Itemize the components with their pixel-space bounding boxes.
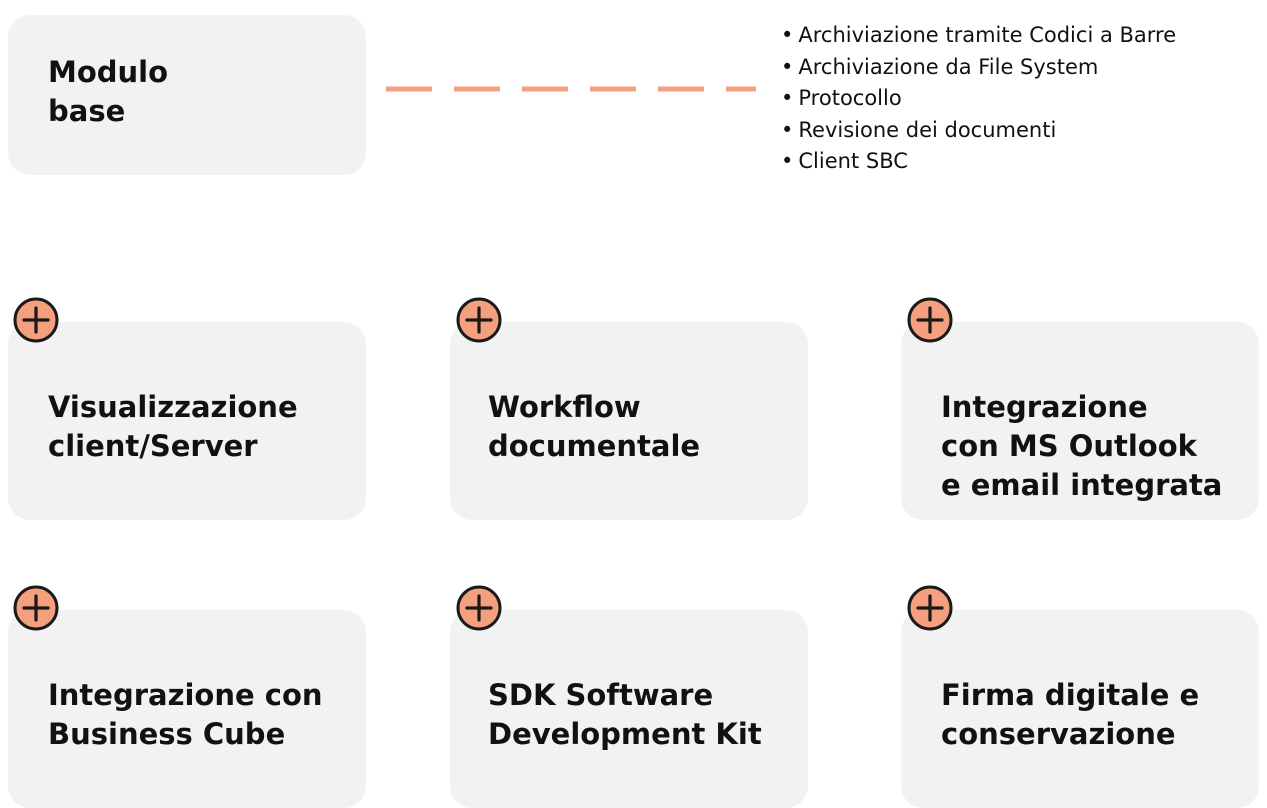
module-title: Firma digitale e conservazione	[941, 676, 1199, 754]
module-title: Integrazione con MS Outlook e email inte…	[941, 388, 1222, 505]
module-title-line: documentale	[488, 429, 701, 463]
plus-circle-icon[interactable]	[455, 296, 503, 344]
module-title-line: Firma digitale e	[941, 678, 1200, 712]
module-title-line: Integrazione con	[48, 678, 323, 712]
bullet: •	[781, 23, 794, 47]
feature-label: Protocollo	[798, 86, 902, 110]
module-title: Visualizzazione client/Server	[48, 388, 298, 466]
feature-label: Archiviazione tramite Codici a Barre	[798, 23, 1177, 47]
feature-label: Revisione dei documenti	[798, 117, 1057, 142]
bullet: •	[781, 117, 794, 142]
module-title-line: Integrazione	[941, 390, 1148, 424]
module-title-line: SDK Software	[488, 678, 714, 712]
plus-circle-icon[interactable]	[12, 584, 60, 632]
base-module-card: Modulo base	[8, 15, 366, 175]
module-title-line: e email integrata	[941, 468, 1223, 502]
module-title-line: con MS Outlook	[941, 429, 1197, 463]
feature-item: •Revisione dei documenti	[781, 115, 1176, 147]
base-module-title-line-1: Modulo	[48, 55, 169, 89]
module-title: SDK Software Development Kit	[488, 676, 762, 754]
module-title-line: Development Kit	[488, 717, 762, 751]
feature-label: Client SBC	[798, 149, 908, 173]
feature-item: •Client SBC	[781, 146, 1176, 178]
feature-item: •Protocollo	[781, 83, 1176, 115]
plus-circle-icon[interactable]	[906, 296, 954, 344]
feature-label: Archiviazione da File System	[798, 54, 1099, 79]
module-card-sdk[interactable]: SDK Software Development Kit	[450, 610, 808, 808]
module-title-line: conservazione	[941, 717, 1176, 751]
base-module-feature-list: •Archiviazione tramite Codici a Barre •A…	[781, 20, 1176, 178]
module-card-digital-signature[interactable]: Firma digitale e conservazione	[901, 610, 1259, 808]
bullet: •	[781, 54, 794, 79]
module-title: Workflow documentale	[488, 388, 700, 466]
base-module-title-line-2: base	[48, 94, 126, 128]
module-card-outlook[interactable]: Integrazione con MS Outlook e email inte…	[901, 322, 1259, 520]
module-title-line: Business Cube	[48, 717, 286, 751]
plus-circle-icon[interactable]	[12, 296, 60, 344]
bullet: •	[781, 86, 794, 110]
module-card-workflow[interactable]: Workflow documentale	[450, 322, 808, 520]
feature-item: •Archiviazione tramite Codici a Barre	[781, 20, 1176, 52]
module-card-business-cube[interactable]: Integrazione con Business Cube	[8, 610, 366, 808]
module-title-line: Workflow	[488, 390, 641, 424]
module-title: Integrazione con Business Cube	[48, 676, 323, 754]
module-title-line: client/Server	[48, 429, 258, 463]
module-title-line: Visualizzazione	[48, 390, 298, 424]
dashed-connector	[386, 86, 756, 92]
plus-circle-icon[interactable]	[906, 584, 954, 632]
bullet: •	[781, 149, 794, 173]
base-module-title: Modulo base	[48, 53, 168, 131]
plus-circle-icon[interactable]	[455, 584, 503, 632]
feature-item: •Archiviazione da File System	[781, 52, 1176, 84]
module-card-client-server[interactable]: Visualizzazione client/Server	[8, 322, 366, 520]
